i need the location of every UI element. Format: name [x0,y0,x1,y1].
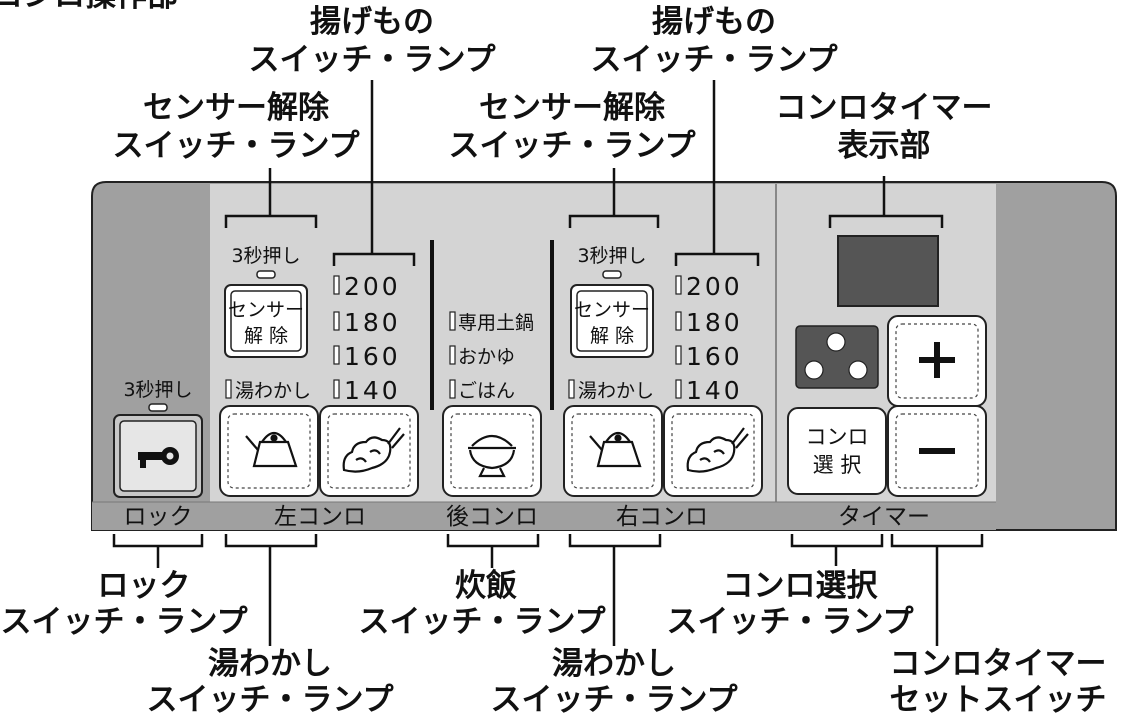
section-label-right: 右コンロ [616,504,708,530]
right-temp-180: 180 [686,308,743,337]
rice-bowl-icon [468,434,516,478]
callout-sensor-right-2: スイッチ・ランプ [448,128,696,164]
left-sensor-button[interactable]: センサー 解 除 [224,284,308,358]
top-brackets [224,80,944,266]
label-strip [92,502,996,530]
lock-button[interactable] [113,414,203,498]
left-sensor-label-1: センサー [228,299,304,321]
right-yuwakashi-label: 湯わかし [578,380,654,402]
left-yuwakashi-button[interactable] [219,405,319,497]
right-temp-list: 200 180 160 140 [675,272,743,405]
callout-konro-select-2: スイッチ・ランプ [666,604,914,640]
right-temp-140: 140 [686,376,743,405]
right-sensor-button[interactable]: センサー 解 除 [570,284,654,358]
callout-agemono-left-2: スイッチ・ランプ [248,42,496,78]
callout-yuwakashi-left-2: スイッチ・ランプ [146,682,394,718]
timer-display [837,235,939,307]
kettle-icon [589,431,642,468]
rear-lamp-donabe [449,311,456,331]
right-temp-lamp-160 [675,345,682,365]
burner-left [804,360,824,380]
callout-yuwakashi-right-2: スイッチ・ランプ [490,682,738,718]
timer-minus-button[interactable] [887,405,987,497]
left-sensor-label-2: 解 除 [244,325,288,347]
left-temp-lamp-200 [333,275,340,295]
right-sensor-label-2: 解 除 [590,325,634,347]
right-yuwakashi-button[interactable] [563,405,663,497]
konro-select-label-1: コンロ [806,425,869,449]
rear-lamp-gohan [449,379,456,399]
callout-lock-1: ロック [98,568,191,604]
rear-mode-list: 専用土鍋 おかゆ ごはん [449,311,534,402]
right-yuwakashi-lamp [568,379,575,399]
callout-suihan-1: 炊飯 [455,568,517,604]
lock-hold-label: 3秒押し [123,379,192,401]
section-label-left: 左コンロ [274,504,366,530]
left-agemono-button[interactable] [319,405,419,497]
key-icon [138,447,179,468]
callout-lock-2: スイッチ・ランプ [0,604,248,640]
callout-sensor-left-2: スイッチ・ランプ [112,128,360,164]
tempura-icon [342,427,405,473]
konro-select-label-2: 選 択 [813,453,862,477]
left-sensor-lamp [256,270,276,279]
burner-diagram [795,325,879,389]
right-temp-lamp-140 [675,379,682,399]
bottom-brackets [112,534,984,646]
burner-right [848,360,868,380]
rear-mode-gohan: ごはん [458,380,515,402]
page-title: コンロ操作部 [0,0,178,14]
section-label-timer: タイマー [838,504,930,530]
left-temp-160: 160 [344,342,401,371]
left-temp-lamp-140 [333,379,340,399]
callout-konro-select-1: コンロ選択 [723,568,879,604]
right-temp-200: 200 [686,272,743,301]
left-temp-lamp-180 [333,311,340,331]
lock-lamp [148,403,168,412]
rear-lamp-okayu [449,345,456,365]
callout-yuwakashi-right-1: 湯わかし [552,646,676,682]
right-temp-lamp-180 [675,311,682,331]
right-sensor-lamp [602,270,622,279]
callout-sensor-left-1: センサー解除 [143,90,330,126]
kettle-icon [245,431,298,468]
right-sensor-label-1: センサー [574,299,650,321]
right-temp-160: 160 [686,342,743,371]
left-yuwakashi-label: 湯わかし [235,380,311,402]
left-yuwakashi-lamp [225,379,232,399]
rear-mode-donabe: 専用土鍋 [458,312,534,334]
section-label-rear: 後コンロ [446,504,538,530]
left-temp-180: 180 [344,308,401,337]
callout-timer-set-1: コンロタイマー [890,646,1107,682]
rear-mode-okayu: おかゆ [458,346,515,368]
plus-icon [919,342,955,378]
burner-rear [826,332,846,352]
tempura-icon [686,427,749,473]
callout-sensor-right-1: センサー解除 [479,90,666,126]
callout-agemono-right-2: スイッチ・ランプ [590,42,838,78]
callout-timer-set-2: セットスイッチ [890,682,1107,718]
left-temp-lamp-160 [333,345,340,365]
left-temp-list: 200 180 160 140 [333,272,401,405]
callout-suihan-2: スイッチ・ランプ [358,604,606,640]
minus-icon [919,448,955,454]
section-label-lock: ロック [124,504,193,530]
left-temp-140: 140 [344,376,401,405]
callout-yuwakashi-left-1: 湯わかし [208,646,332,682]
konro-select-button[interactable]: コンロ 選 択 [787,407,887,495]
left-hold-label: 3秒押し [231,245,300,267]
callout-timer-display-1: コンロタイマー [776,90,993,126]
callout-agemono-right-1: 揚げもの [652,4,776,40]
right-agemono-button[interactable] [663,405,763,497]
left-temp-200: 200 [344,272,401,301]
right-hold-label: 3秒押し [577,245,646,267]
rice-button[interactable] [442,405,542,497]
callout-timer-display-2: 表示部 [838,128,931,164]
timer-plus-button[interactable] [887,315,987,407]
callout-agemono-left-1: 揚げもの [310,4,434,40]
right-temp-lamp-200 [675,275,682,295]
